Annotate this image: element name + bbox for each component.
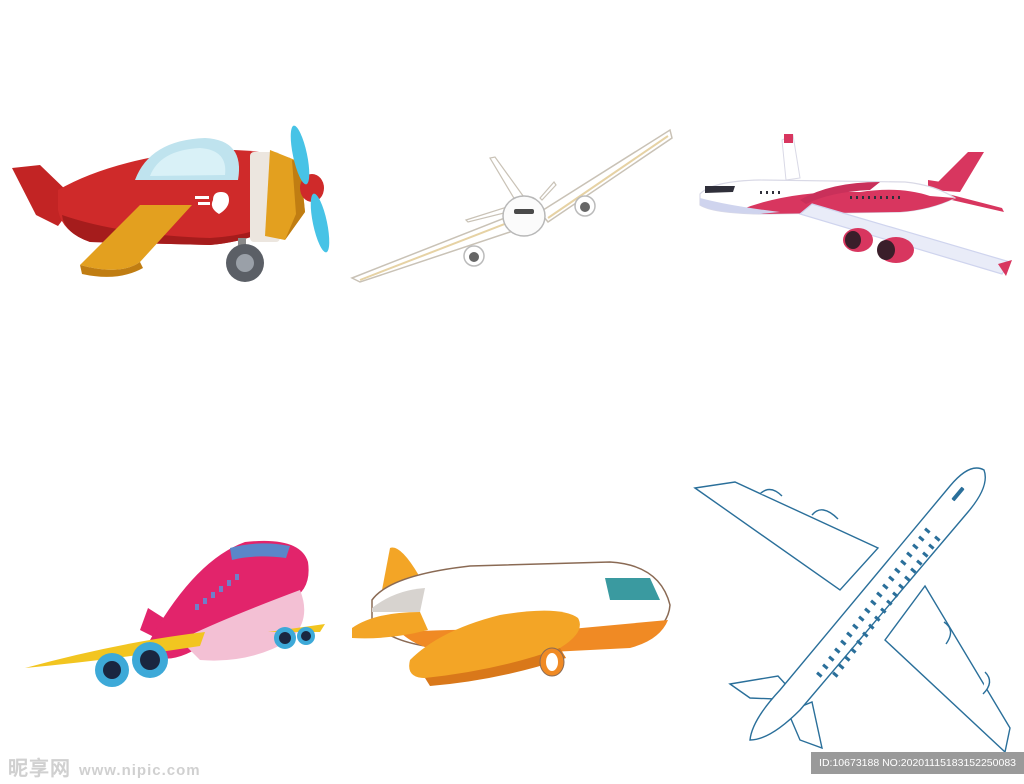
red-propeller-plane <box>12 125 330 282</box>
watermark-site: www.nipic.com <box>78 762 201 779</box>
pink-cartoon-jet <box>25 540 325 687</box>
orange-cartoon-plane <box>352 547 671 686</box>
watermark-brand: 昵享网 www.nipic.com <box>8 752 201 781</box>
pink-white-airliner <box>699 134 1012 276</box>
watermark-id: ID:10673188 NO:20201115183152250083 <box>811 752 1024 774</box>
outline-airliner-top-view <box>693 467 1011 754</box>
watermark-brand-text: 昵享网 <box>8 756 71 780</box>
white-airliner-front-view <box>350 128 673 283</box>
